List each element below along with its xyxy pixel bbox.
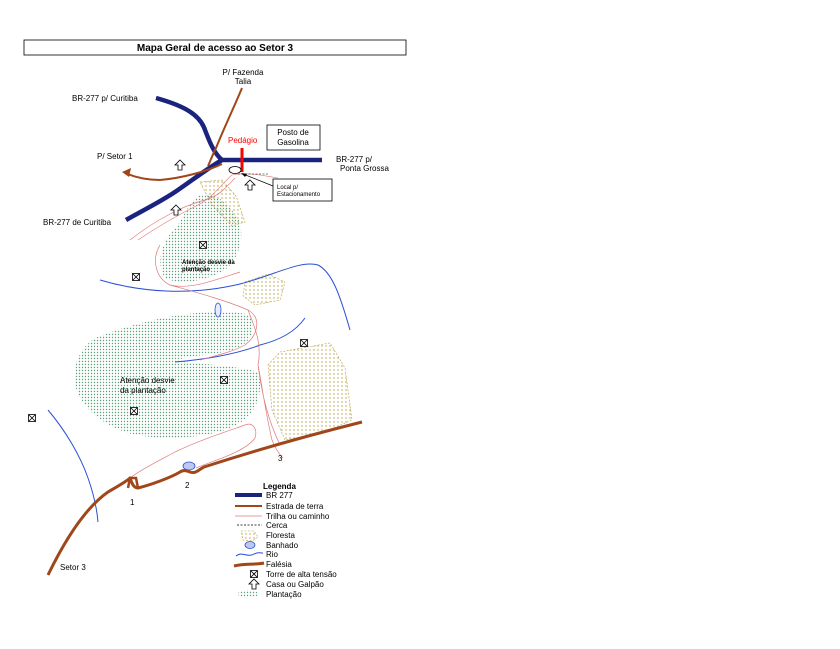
parking-pointer-head [241,173,247,177]
house-icon [174,159,186,171]
legend-label: Trilha ou caminho [266,512,330,521]
warning-big-1: Atenção desvie [120,376,175,385]
forest-middle [242,273,286,306]
gas-station-label-2: Gasolina [277,138,309,147]
setor3-label: Setor 3 [60,563,86,572]
legend-icon-house [248,578,260,590]
legend-icon-wetland [244,541,256,549]
legend-title: Legenda [263,482,296,491]
tower-icon [132,273,140,281]
legend-icon-tower [250,570,258,578]
cliff-notch-1 [126,476,140,489]
legend-label: Torre de alta tensão [266,570,337,579]
legend-icon-river [235,552,264,557]
br277-curitiba-bottom-label: BR-277 de Curitiba [43,218,112,227]
legend-label: Estrada de terra [266,502,324,511]
tower-icon [130,407,138,415]
legend-label: Casa ou Galpão [266,580,324,589]
setor1-label: P/ Setor 1 [97,152,133,161]
gas-station-label-1: Posto de [277,128,309,137]
parking-box [272,178,333,202]
br277-pg-label-2: Ponta Grossa [340,164,389,173]
river-upper [99,263,351,331]
house-icon [170,204,182,216]
wetland-upper [214,302,222,318]
road-setor1 [124,163,223,182]
road-setor1-arrowhead [122,168,131,177]
wetland-lower [182,461,196,471]
legend-icon-plantation [238,590,258,598]
parking-pointer [242,173,274,187]
forest-east [267,342,353,441]
legend-label: Rio [266,550,279,559]
road-fazenda [207,87,243,167]
trail-main [129,177,284,479]
legend: Legenda BR 277 Estrada de terra Trilha o… [233,482,337,599]
warning-small-1: Atenção desvie da [182,260,235,266]
tower-icon [28,414,36,422]
house-icon [244,179,256,191]
legend-label: Falésia [266,560,292,569]
point-2-label: 2 [185,481,190,490]
warning-big-2: da plantação [120,386,166,395]
parking-label-2: Estacionamento [277,192,321,198]
fazenda-label-2: Talia [235,77,252,86]
tower-icon [220,376,228,384]
tower-icon [199,241,207,249]
br277-curitiba-top-label: BR-277 p/ Curitiba [72,94,138,103]
point-1-label: 1 [130,498,135,507]
parking-spot [228,166,242,174]
legend-icon-cliff [233,561,265,568]
river-west [47,409,99,523]
legend-label: Plantação [266,590,302,599]
toll-label: Pedágio [228,136,258,145]
legend-label: Cerca [266,521,288,530]
plantation-lower [74,311,261,438]
title-box [23,39,407,56]
parking-label-1: Local p/ [277,185,298,191]
point-3-label: 3 [278,454,283,463]
legend-label: Banhado [266,541,299,550]
br277-pg-label-1: BR-277 p/ [336,155,373,164]
plantation-upper [160,194,242,282]
cliff-line [46,420,363,576]
forest-north [199,179,246,227]
br277-road [155,95,322,163]
legend-label: Floresta [266,531,295,540]
gas-station-box [266,124,321,151]
map-title: Mapa Geral de acesso ao Setor 3 [137,43,294,54]
warning-small-2: plantação [182,267,210,273]
legend-label: BR 277 [266,491,293,500]
river-middle [174,317,306,363]
tower-icon [300,339,308,347]
legend-icon-forest [240,530,259,542]
fazenda-label-1: P/ Fazenda [223,68,264,77]
